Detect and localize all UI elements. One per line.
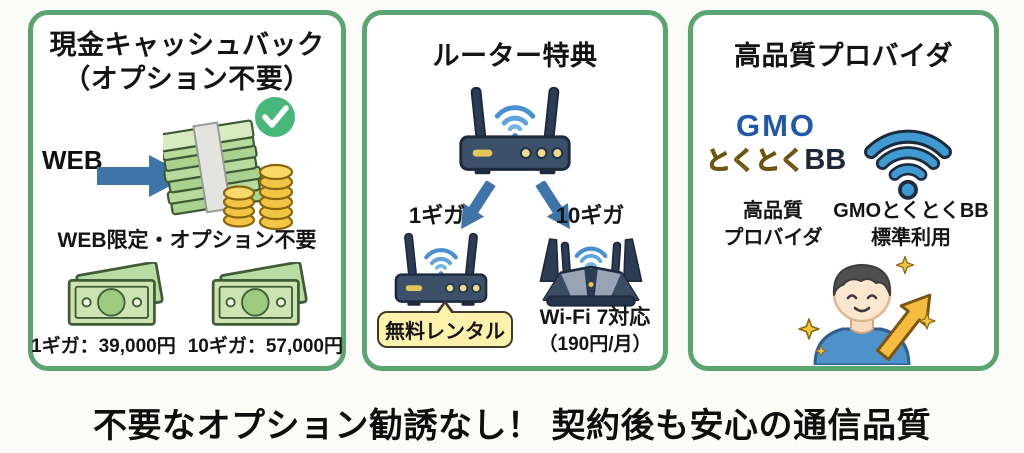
plan-10g-label: 10ギガ — [555, 203, 625, 228]
wifi-waves-icon — [574, 246, 608, 268]
gmo-logo-text: GMO — [735, 108, 817, 143]
provider-title: 高品質プロバイダ — [693, 39, 994, 73]
split-arrows-icon — [461, 181, 570, 230]
wifi7-support-text: Wi-Fi 7対応 — [539, 306, 651, 329]
router-title-text: ルーター特典 — [432, 41, 598, 71]
plan-1g-label: 1ギガ — [408, 203, 466, 228]
gmo-tokutoku-bb-logo: GMO とくとくBB — [700, 108, 852, 176]
cashback-title-line2: （オプション不要） — [63, 64, 311, 95]
provider-title-text: 高品質プロバイダ — [734, 41, 953, 71]
bottom-headline: 不要なオプション勧誘なし！ 契約後も安心の通信品質 — [93, 407, 931, 445]
wifi-waves-icon — [424, 248, 458, 270]
router-10g-icon — [539, 238, 643, 307]
check-icon — [255, 97, 295, 137]
coin-stack-tall — [258, 163, 294, 231]
person-growth-icon — [798, 255, 936, 365]
free-rental-badge: 無料レンタル — [377, 300, 513, 348]
router-icon — [459, 86, 571, 175]
caption-gmo: GMOとくとくBB 標準利用 — [831, 198, 991, 252]
cash-stack-icon — [163, 97, 295, 231]
cashback-title: 現金キャッシュバック （オプション不要） — [33, 28, 341, 96]
wifi7-price-text: （190円/月） — [538, 333, 652, 355]
cashback-title-line1: 現金キャッシュバック — [49, 30, 325, 60]
caption-gmo-line2: 標準利用 — [871, 227, 951, 249]
cashback-prices: 1ギガ：39,000円 10ギガ：57,000円 — [31, 331, 343, 358]
sparkle-icons — [798, 255, 936, 357]
coin-stack-short — [222, 185, 256, 228]
caption-quality: 高品質 プロバイダ — [698, 198, 848, 252]
cashback-panel: 現金キャッシュバック （オプション不要） WEB — [28, 10, 346, 371]
banknote-icon — [211, 262, 308, 326]
caption-gmo-line1: GMOとくとくBB — [833, 200, 989, 222]
bill-icons-row — [33, 262, 341, 328]
caption-quality-line2: プロバイダ — [723, 227, 823, 249]
tokutoku-logo-text: とくとく — [705, 146, 805, 175]
provider-panel: 高品質プロバイダ GMO とくとくBB 高品質 プロバイダ GMOとくと — [688, 10, 999, 371]
growth-arrow-icon — [875, 293, 932, 361]
price-1g: 1ギガ：39,000円 — [31, 336, 176, 357]
bb-logo-text: BB — [804, 143, 847, 176]
wifi-icon — [864, 129, 952, 200]
router-title: ルーター特典 — [367, 39, 663, 73]
banknote-stack — [163, 119, 265, 216]
cashback-subtitle: WEB限定・オプション不要 — [57, 229, 317, 252]
web-label: WEB — [42, 145, 103, 175]
wifi-waves-icon — [494, 105, 536, 132]
banknote-icon — [67, 262, 164, 326]
router-panel: ルーター特典 — [362, 10, 668, 371]
router-1g-icon — [394, 232, 488, 306]
free-rental-text: 無料レンタル — [385, 321, 505, 343]
wifi7-caption: Wi-Fi 7対応 （190円/月） — [523, 304, 667, 357]
price-10g: 10ギガ：57,000円 — [187, 336, 343, 357]
caption-quality-line1: 高品質 — [743, 200, 803, 222]
